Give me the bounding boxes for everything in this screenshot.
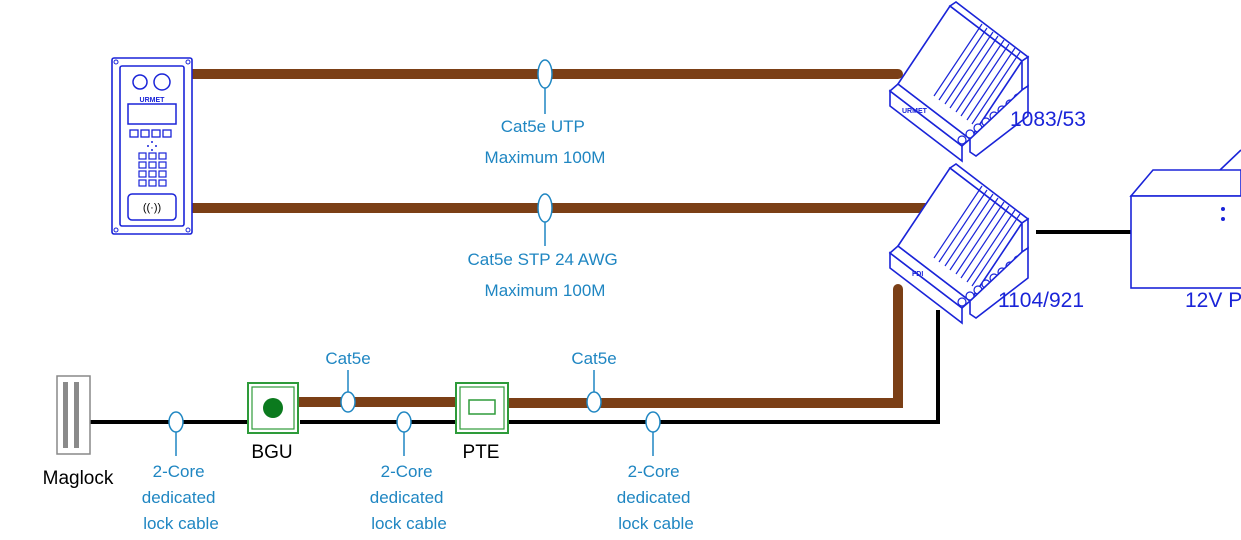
cat5e-stp-marker <box>537 193 553 246</box>
terminal-slats <box>933 23 1021 125</box>
cat5e-b-label: Cat5e <box>571 349 616 368</box>
panel-screw-icon <box>113 227 119 233</box>
break-glass-button-icon <box>263 398 283 418</box>
maglock <box>56 375 91 455</box>
panel-function-keys <box>129 129 172 138</box>
panel-keypad <box>138 152 167 187</box>
cat5e-a-marker <box>340 370 356 413</box>
pte-unit <box>455 382 509 434</box>
cat5e-utp-marker <box>537 59 553 114</box>
panel-screw-icon <box>185 59 191 65</box>
module-1083-53-label: 1083/53 <box>1010 108 1086 131</box>
cat5e-utp-label: Cat5e UTP Maximum 100M <box>485 117 606 167</box>
module-1104-921-label: 1104/921 <box>998 289 1084 312</box>
module-1104-921-brand: FDI <box>912 271 923 278</box>
psu-led-icon <box>1221 207 1225 211</box>
module-1083-53-brand: URMET <box>902 108 928 115</box>
rfid-reader <box>127 193 177 221</box>
psu-label: 12V P <box>1185 289 1241 312</box>
camera-icon <box>132 74 148 90</box>
cat5e-pte-module-cable <box>503 284 903 408</box>
exit-button-icon <box>468 399 496 415</box>
cat5e-b-marker <box>586 370 602 413</box>
panel-screw-icon <box>185 227 191 233</box>
cat5e-a-label: Cat5e <box>325 349 370 368</box>
cat5e-stp-label: Cat5e STP 24 AWG Maximum 100M <box>468 250 623 300</box>
module-1083-53: URMET <box>888 1 1030 163</box>
lock-cable-2-marker <box>396 411 412 456</box>
lock-cable-1-marker <box>168 411 184 456</box>
door-entry-panel: URMET ((·)) <box>111 57 193 235</box>
speaker-icon <box>153 73 171 91</box>
bgu-unit <box>247 382 299 434</box>
panel-brand: URMET <box>140 97 166 104</box>
lock-cable-2-label: 2-Core dedicated lock cable <box>370 462 448 533</box>
lock-cable-1-label: 2-Core dedicated lock cable <box>142 462 220 533</box>
panel-screw-icon <box>113 59 119 65</box>
terminal-slats <box>933 185 1021 287</box>
rfid-icon: ((·)) <box>143 202 161 214</box>
psu-led-icon <box>1221 217 1225 221</box>
nav-arrows-icon <box>147 141 157 151</box>
pte-label: PTE <box>463 442 500 463</box>
power-supply <box>1129 149 1241 289</box>
module-1104-921: FDI <box>888 163 1030 325</box>
bgu-label: BGU <box>251 442 292 463</box>
maglock-label: Maglock <box>43 468 114 489</box>
lock-cable-3-label: 2-Core dedicated lock cable <box>617 462 695 533</box>
panel-display <box>127 103 177 125</box>
lock-cable-3-marker <box>645 411 661 456</box>
